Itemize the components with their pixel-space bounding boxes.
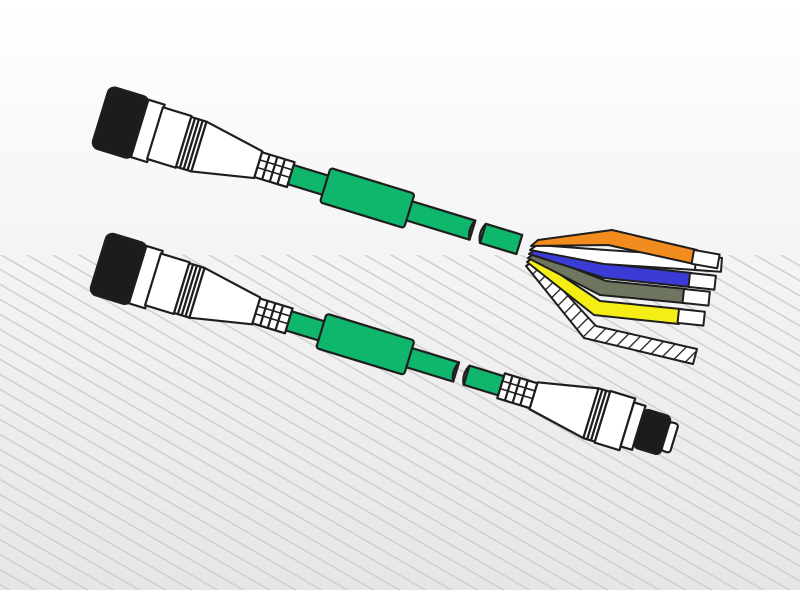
cable-1-open-end [91, 86, 723, 365]
cable-2-female-connector-icon [89, 232, 294, 335]
cable-2-shrink-sleeve [315, 313, 415, 376]
cable-1-break-mark [468, 219, 477, 240]
cable-2-jacket [284, 310, 506, 397]
male-connector-pin-tip-icon [660, 421, 679, 454]
cable-2-male-connector-icon [496, 372, 679, 456]
cable-1-female-connector-icon [91, 86, 296, 189]
cable-1-shrink-sleeve [319, 167, 415, 229]
cable-1-wire-leads [525, 229, 723, 365]
cable-1-jacket [286, 163, 524, 256]
cable-2-break-mark [451, 361, 460, 382]
cable-2-connector-to-connector [89, 232, 679, 456]
striped-background [0, 255, 800, 590]
